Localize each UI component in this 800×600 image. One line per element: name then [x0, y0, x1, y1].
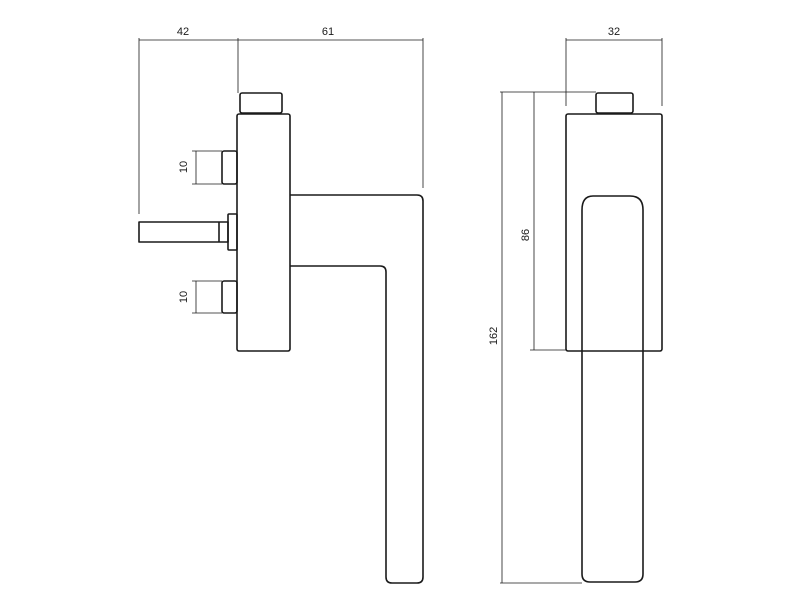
lower-pin [221, 280, 238, 314]
side-view-dimensions [138, 38, 424, 314]
front-lever [581, 195, 644, 583]
lever-arm-side [290, 194, 424, 584]
dim-upper-pin-label: 10 [178, 161, 190, 173]
dim-left-width-label: 42 [177, 26, 189, 38]
spindle [138, 213, 238, 251]
dim-spindle-height-label: 86 [520, 229, 532, 241]
front-top-cap [595, 92, 634, 114]
side-view: 42 61 10 10 [138, 26, 424, 584]
top-cap [239, 92, 283, 114]
dim-width-label: 32 [608, 26, 620, 38]
upper-pin [221, 150, 238, 185]
front-view: 32 86 162 [488, 26, 663, 584]
dim-lower-pin-label: 10 [178, 291, 190, 303]
rose-plate [236, 113, 291, 352]
dim-total-height-label: 162 [488, 327, 500, 345]
dim-right-width-label: 61 [322, 26, 334, 38]
front-rose-plate [565, 113, 663, 352]
front-view-dimensions [500, 38, 663, 584]
